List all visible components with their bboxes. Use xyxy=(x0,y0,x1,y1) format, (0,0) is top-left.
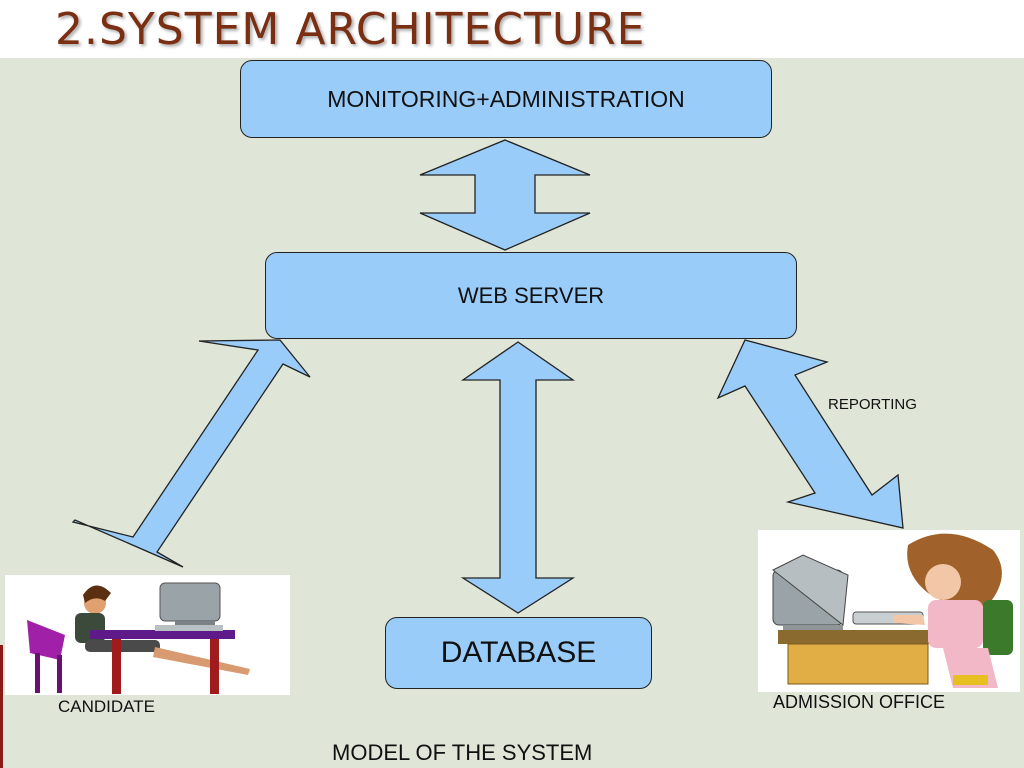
admission-office-label: ADMISSION OFFICE xyxy=(773,692,946,712)
arrow-webserver-candidate xyxy=(71,339,311,568)
candidate-label: CANDIDATE xyxy=(58,697,155,716)
slide-edge-accent xyxy=(0,645,3,768)
reporting-label: REPORTING xyxy=(828,396,917,413)
arrow-webserver-database xyxy=(460,341,576,614)
slide-title: 2.SYSTEM ARCHITECTURE xyxy=(55,4,646,55)
web-server-box: WEB SERVER xyxy=(265,252,797,339)
admission-office-illustration xyxy=(758,530,1020,692)
diagram-caption: MODEL OF THE SYSTEM xyxy=(332,740,593,765)
monitoring-administration-box: MONITORING+ADMINISTRATION xyxy=(240,60,772,138)
candidate-illustration xyxy=(5,575,290,695)
candidate-at-computer-illustration-icon xyxy=(27,582,250,694)
admission-clerk-at-computer-illustration-icon xyxy=(772,533,1013,688)
arrow-webserver-admission xyxy=(716,339,904,529)
arrow-monitoring-webserver xyxy=(419,139,591,251)
database-box: DATABASE xyxy=(385,617,652,689)
